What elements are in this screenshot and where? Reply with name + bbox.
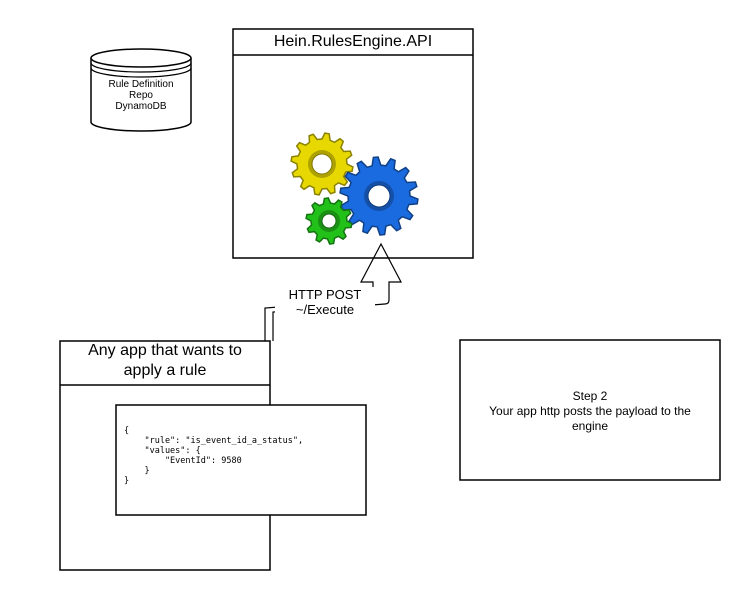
step-box[interactable] <box>459 339 721 481</box>
step-label: Step 2 Your app http posts the payload t… <box>460 389 720 434</box>
database-label: Rule Definition Repo DynamoDB <box>92 79 190 112</box>
green-gear-icon <box>305 197 353 245</box>
payload-line: } <box>124 466 150 476</box>
step-label-line3: engine <box>571 419 609 433</box>
api-box-title: Hein.RulesEngine.API <box>273 33 433 50</box>
arrow-label-line1: HTTP POST <box>288 287 362 302</box>
database-label-line2: Repo <box>129 90 153 101</box>
arrow-label-line2: ~/Execute <box>295 302 355 317</box>
payload-line: "values": { <box>124 446 201 456</box>
payload-line: { <box>124 426 130 436</box>
yellow-gear-icon <box>290 132 354 196</box>
blue-gear-icon <box>339 156 419 236</box>
payload-line: "EventId": 9580 <box>124 456 242 466</box>
database-cylinder[interactable] <box>90 48 192 132</box>
app-box-title-line2: apply a rule <box>123 362 207 379</box>
step-label-line2: Your app http posts the payload to the <box>489 404 691 418</box>
payload-line: "rule": "is_event_id_a_status", <box>124 436 304 446</box>
payload-box[interactable] <box>115 404 367 516</box>
app-box-title: Any app that wants to apply a rule <box>60 341 270 381</box>
arrow-label: HTTP POST ~/Execute <box>275 287 375 317</box>
payload-code: { "rule": "is_event_id_a_status", "value… <box>124 426 303 486</box>
app-box-title-line1: Any app that wants to <box>88 342 242 359</box>
gears-icon <box>290 132 419 245</box>
database-label-line3: DynamoDB <box>115 101 167 112</box>
payload-line: } <box>124 476 130 486</box>
step-label-line1: Step 2 <box>572 389 608 403</box>
database-label-line1: Rule Definition <box>108 79 174 90</box>
